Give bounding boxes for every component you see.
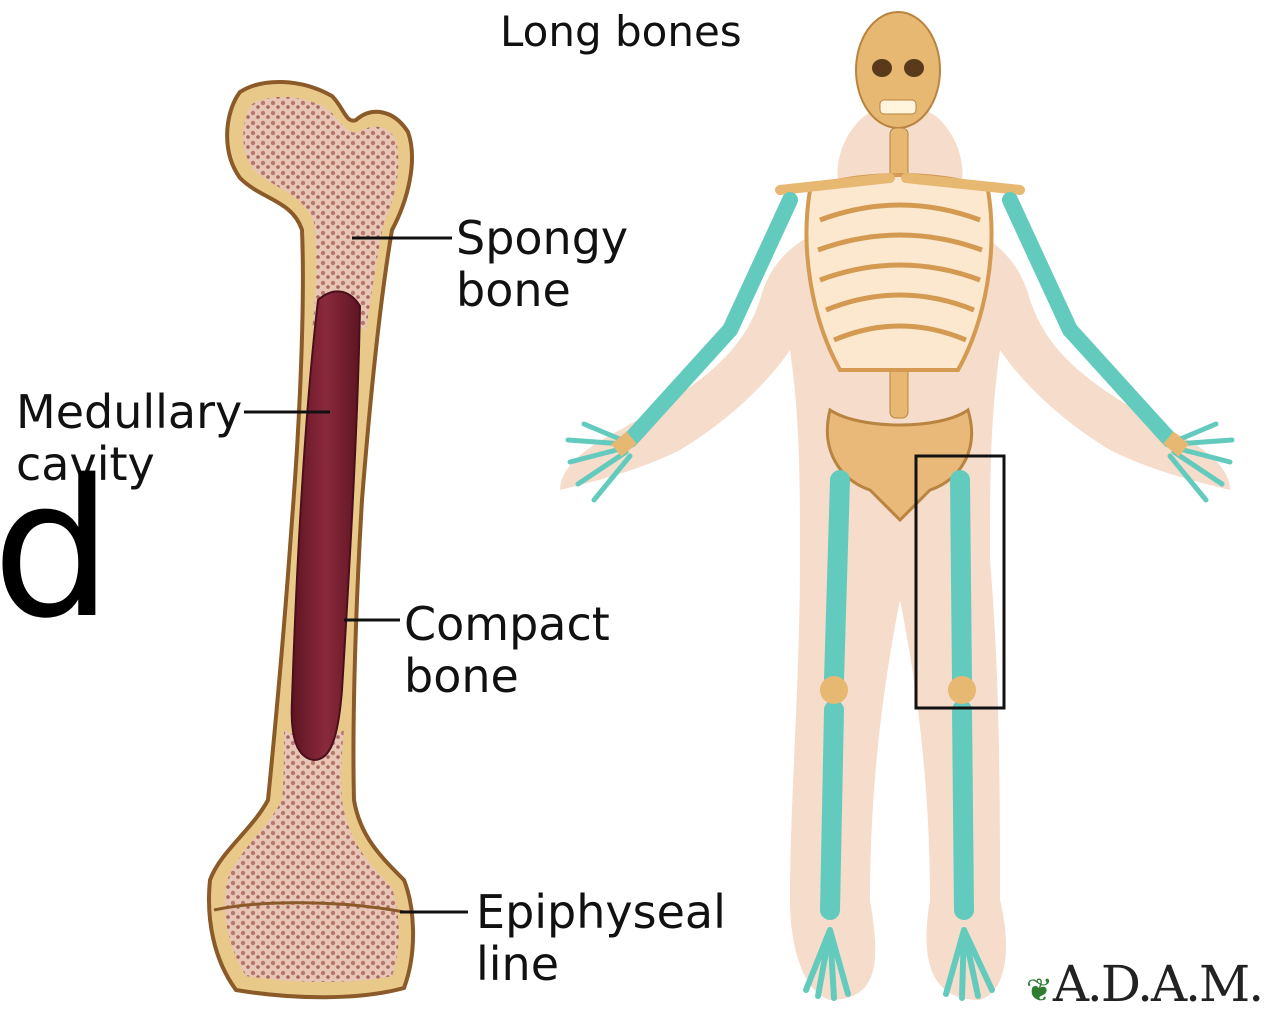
leaf-icon: ❦ xyxy=(1026,971,1051,1009)
label-epiphyseal-line2: line xyxy=(476,938,726,990)
stray-glyph: d xyxy=(0,455,113,645)
label-compact-line1: Compact xyxy=(404,598,610,650)
label-spongy-line2: bone xyxy=(456,264,628,316)
label-compact-line2: bone xyxy=(404,650,610,702)
adam-logo: ❦A.D.A.M. xyxy=(1026,956,1262,1018)
femur-section xyxy=(209,82,413,997)
label-epiphyseal-line1: Epiphyseal xyxy=(476,886,726,938)
label-medullary-line1: Medullary xyxy=(16,386,242,438)
label-spongy-bone: Spongy bone xyxy=(456,212,628,316)
skeleton-figure xyxy=(560,12,1232,1000)
label-epiphyseal-line: Epiphyseal line xyxy=(476,886,726,990)
label-spongy-line1: Spongy xyxy=(456,212,628,264)
knee-right xyxy=(948,676,976,704)
knee-left xyxy=(820,676,848,704)
diagram-title: Long bones xyxy=(500,6,742,58)
brand-text: A.D.A.M. xyxy=(1053,955,1262,1013)
label-compact-bone: Compact bone xyxy=(404,598,610,702)
